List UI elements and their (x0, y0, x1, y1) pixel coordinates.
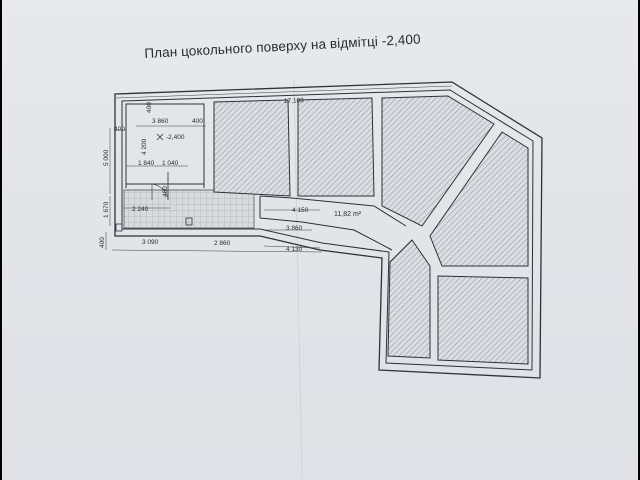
dim-3090: 3 090 (142, 239, 159, 246)
dim-2240: 2 240 (132, 206, 149, 213)
room-hatched-5 (437, 275, 529, 365)
inner-wall (121, 89, 534, 371)
dimension-lines (105, 85, 453, 253)
room-area-label: 11,82 m² (334, 211, 362, 218)
dim-left-top: 400 (192, 118, 203, 125)
dim-left-side: 400 (114, 126, 125, 133)
dim-vert-bottom: 400 (99, 237, 106, 248)
dim-vert-gap: 400 (146, 102, 153, 113)
dim-vert-total: 5 000 (103, 149, 110, 166)
level-mark-label: -2,400 (166, 134, 185, 141)
room-hatched-4 (429, 131, 529, 267)
level-mark-icon (156, 133, 164, 141)
dim-vert-lower: 1 670 (103, 201, 110, 218)
dim-4150: 4 150 (292, 207, 309, 214)
dim-vert-small: 400 (162, 186, 169, 197)
dim-2860: 2 860 (214, 240, 231, 247)
pillar-2 (185, 217, 193, 226)
corridor-wall-upper (259, 195, 407, 227)
dim-vert-room: 4 200 (141, 138, 148, 155)
outer-wall (114, 81, 543, 379)
tiled-corridor (123, 189, 255, 229)
room-hatched-6 (387, 239, 431, 359)
door-swing (151, 183, 169, 200)
dim-overall-length: 17,100 (284, 97, 304, 105)
dim-1840: 1 840 (138, 160, 155, 167)
paper-fold-line (293, 79, 303, 479)
room-hatched-3 (381, 95, 495, 227)
room-hatched-1 (213, 99, 291, 197)
dim-3860b: 3 860 (286, 225, 303, 232)
room-hatched-2 (297, 97, 375, 197)
pillar-1 (115, 223, 123, 232)
dim-4130: 4 130 (286, 246, 303, 253)
dim-1040: 1 040 (162, 160, 179, 167)
corridor-wall-lower (259, 217, 393, 251)
dim-room-width: 3 860 (152, 118, 169, 125)
room-left (125, 103, 205, 185)
